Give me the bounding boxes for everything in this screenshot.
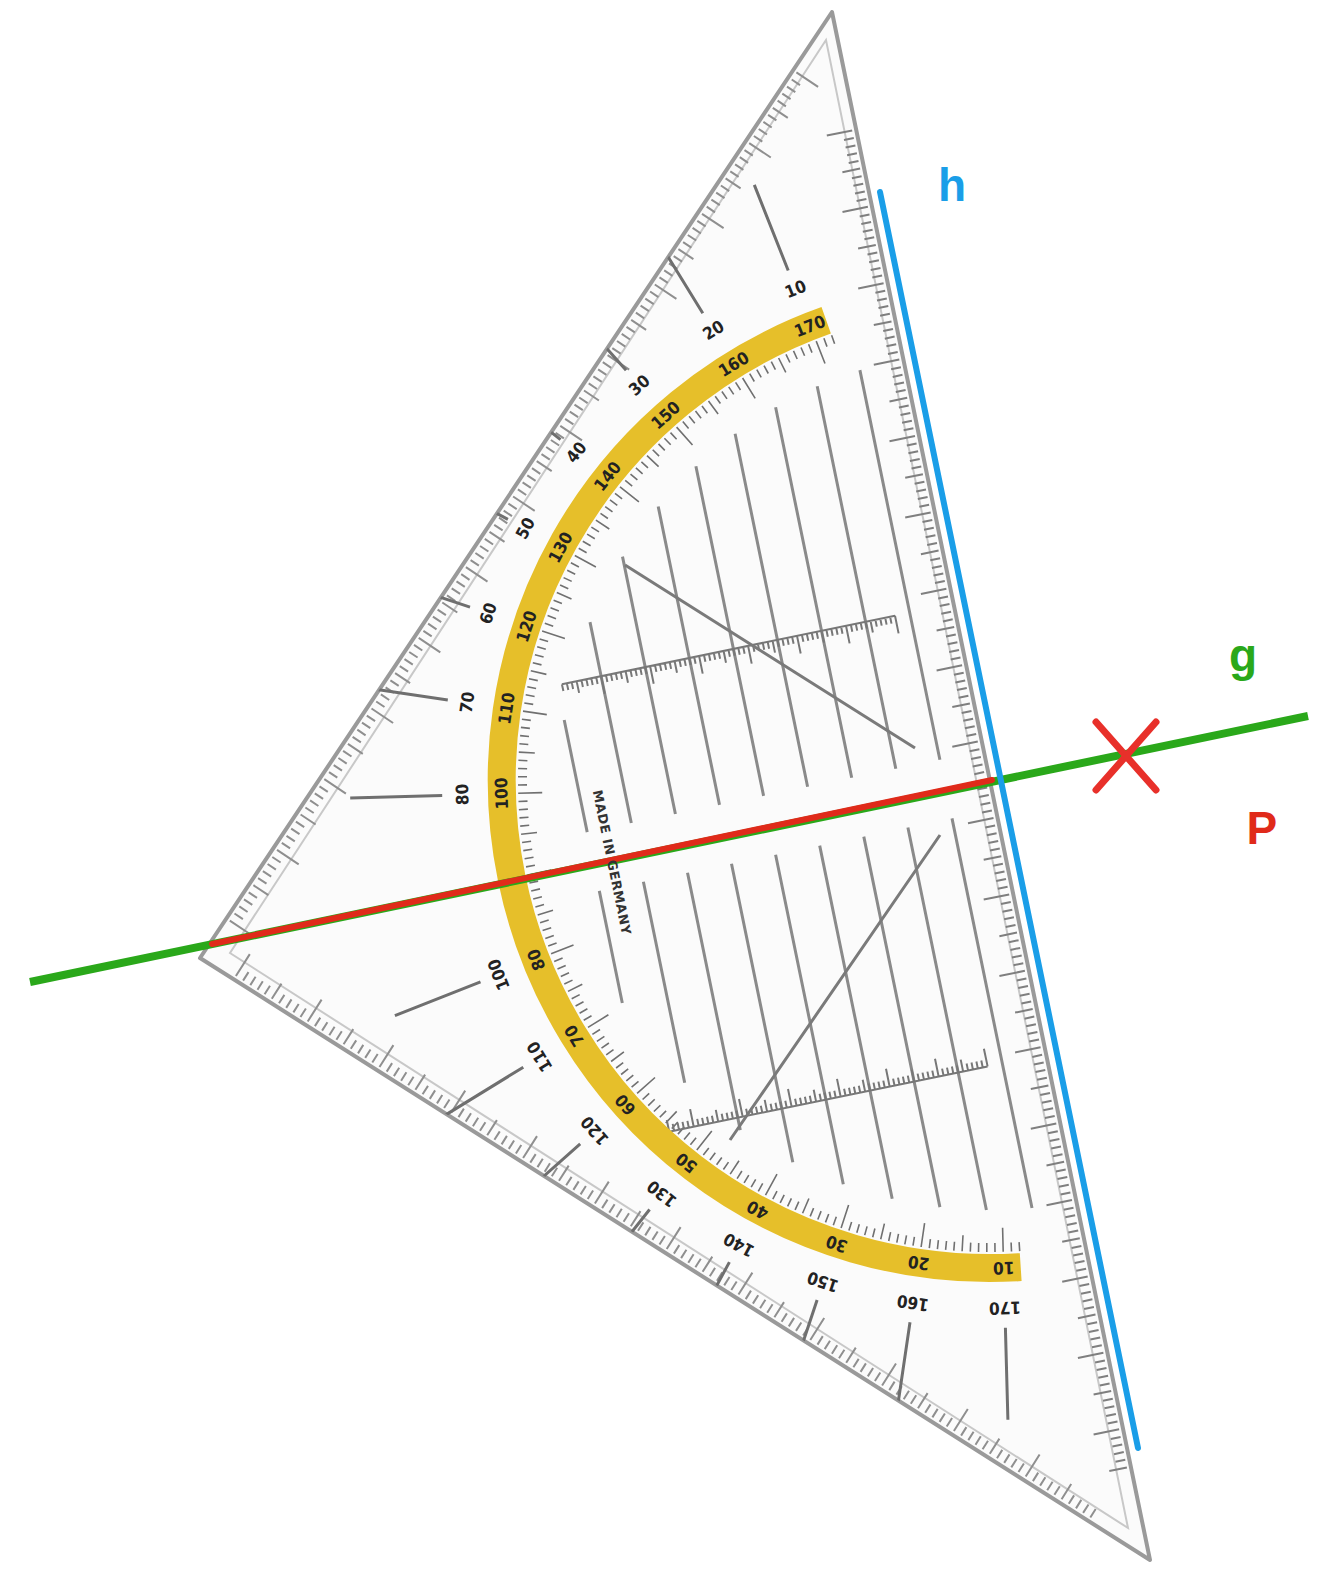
line-h — [880, 192, 1138, 1448]
band-degree-number: 20 — [907, 1253, 931, 1273]
diagonal-guides — [625, 565, 940, 1140]
point-mark-x — [1096, 722, 1156, 790]
band-degree-number: 100 — [493, 777, 511, 809]
band-degree-number: 10 — [993, 1259, 1015, 1277]
set-square-outline — [200, 12, 1150, 1560]
degree-number: 70 — [458, 691, 478, 715]
band-degree-number: 110 — [496, 692, 517, 726]
inner-scales — [562, 616, 988, 1135]
perpendicular-segment — [212, 780, 992, 944]
line-g — [30, 716, 1308, 982]
edge-scale-ticks — [230, 72, 1096, 1517]
degree-number: 170 — [989, 1299, 1021, 1317]
line-name: h — [938, 162, 966, 208]
degree-number: 80 — [454, 784, 472, 806]
point-name: P — [1247, 805, 1278, 851]
degree-number: 160 — [896, 1292, 930, 1313]
line-name: g — [1229, 632, 1257, 678]
